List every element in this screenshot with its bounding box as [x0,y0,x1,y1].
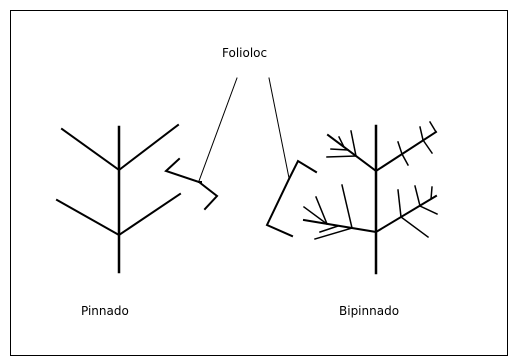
bipinnate-pinnule [302,205,329,226]
pinnate-leaflet [117,192,182,237]
bipinnate-pinna [374,130,438,173]
bipinnate-pinnule [350,130,357,157]
bipinnate-pinnule [400,152,410,167]
bipinnate-pinnule [428,120,438,134]
bipinnate-pinnule [319,225,339,233]
bipinnate-pinnule [330,148,349,151]
bipinnate-leaf [302,120,438,275]
leaflets-label: Folioloc [222,46,268,60]
bipinnate-pinnule [314,227,353,240]
leaflet-callout-line [198,77,238,182]
bipinnate-pinnule [397,141,403,155]
bipinnate-pinnule [419,126,424,141]
bipinnate-pinnule [421,138,434,155]
pinnate-leaflet [55,198,121,237]
bipinnate-label: Bipinnado [339,304,400,318]
leaflet-callout-line [268,77,290,179]
pinnate-leaflet [117,123,180,172]
bipinnate-pinnule [397,189,402,218]
pinnate-label: Pinnado [81,304,129,318]
bipinnate-pinnule [315,196,328,225]
bipinnate-pinnule [414,185,421,207]
bipinnate-pinnule [341,184,353,229]
pinnate-leaflet-bracket [164,157,219,211]
bipinnate-pinnule [337,135,346,149]
pinnate-leaflet [60,127,121,172]
bipinnate-pinnule [326,155,357,158]
bipinnate-pinna [326,133,378,173]
bipinnate-pinna [374,194,438,234]
bipinnate-pinnule [399,215,430,239]
bipinnate-leaflet-bracket [265,159,318,238]
bipinnate-pinnule [430,186,433,200]
bipinnate-pinna [302,218,378,234]
bipinnate-pinnule [419,205,438,215]
pinnate-leaf [55,123,182,274]
diagram-frame [10,10,508,356]
